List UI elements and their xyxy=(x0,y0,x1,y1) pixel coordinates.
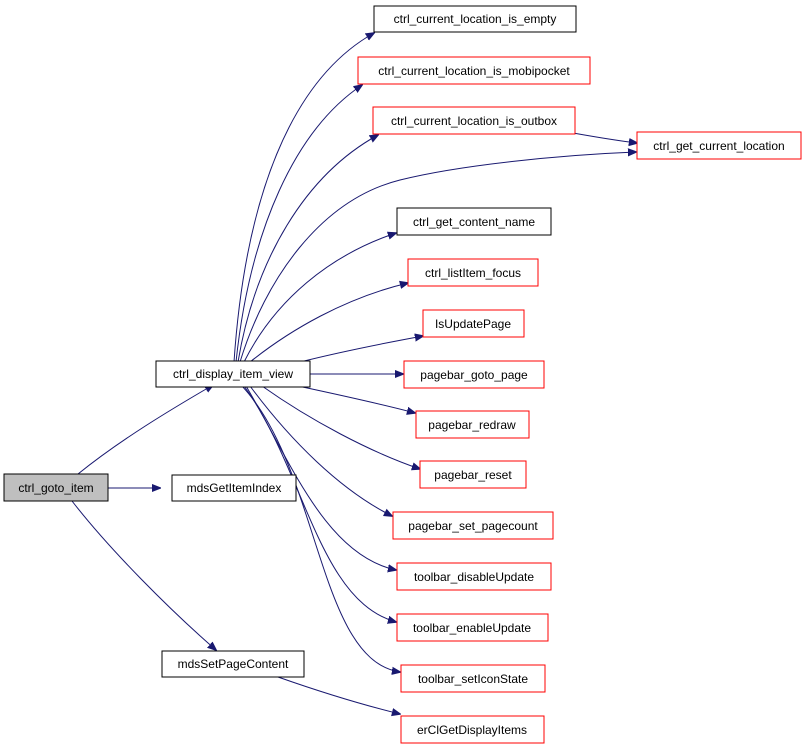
node-label-toolbar-setIconState: toolbar_setIconState xyxy=(418,672,528,686)
edge-to-IsUpdatePage xyxy=(299,336,423,363)
node-ctrl-current-location-is-empty[interactable]: ctrl_current_location_is_empty xyxy=(373,5,577,33)
edge-ctrl-goto-item-to-ctrl-display-item-view xyxy=(77,385,213,475)
node-label-pagebar-set-pagecount: pagebar_set_pagecount xyxy=(408,519,538,533)
node-label-erClGetDisplayItems: erClGetDisplayItems xyxy=(417,723,527,737)
nodes: ctrl_goto_item ctrl_display_item_view md… xyxy=(3,5,802,744)
edge-to-toolbar-setIconState xyxy=(241,385,400,672)
node-label-mdsGetItemIndex: mdsGetItemIndex xyxy=(187,481,282,495)
edge-to-ctrl-get-content-name xyxy=(243,233,396,363)
node-label-ctrl-get-content-name: ctrl_get_content_name xyxy=(413,215,535,229)
node-IsUpdatePage[interactable]: IsUpdatePage xyxy=(422,309,525,338)
node-pagebar-set-pagecount[interactable]: pagebar_set_pagecount xyxy=(392,511,554,540)
node-pagebar-redraw[interactable]: pagebar_redraw xyxy=(415,410,530,439)
node-erClGetDisplayItems[interactable]: erClGetDisplayItems xyxy=(400,715,545,744)
edge-to-pagebar-reset xyxy=(261,385,420,469)
node-label-ctrl-listItem-focus: ctrl_listItem_focus xyxy=(425,266,521,280)
node-label-pagebar-redraw: pagebar_redraw xyxy=(428,418,516,432)
edges xyxy=(71,33,637,714)
node-ctrl-listItem-focus[interactable]: ctrl_listItem_focus xyxy=(407,258,539,287)
node-toolbar-enableUpdate[interactable]: toolbar_enableUpdate xyxy=(396,613,549,642)
node-label-ctrl-current-location-is-mobipocket: ctrl_current_location_is_mobipocket xyxy=(378,64,570,78)
node-ctrl-get-current-location[interactable]: ctrl_get_current_location xyxy=(636,131,802,160)
edge-to-toolbar-enableUpdate xyxy=(243,385,396,622)
node-label-pagebar-reset: pagebar_reset xyxy=(434,468,512,482)
edge-to-ctrl-current-location-is-empty xyxy=(233,33,374,363)
edge-to-ctrl-get-current-location xyxy=(239,152,636,363)
node-toolbar-setIconState[interactable]: toolbar_setIconState xyxy=(400,664,546,693)
node-label-ctrl-display-item-view: ctrl_display_item_view xyxy=(173,367,293,381)
node-label-ctrl-get-current-location: ctrl_get_current_location xyxy=(653,139,784,153)
node-ctrl-get-content-name[interactable]: ctrl_get_content_name xyxy=(396,207,552,236)
node-mdsSetPageContent[interactable]: mdsSetPageContent xyxy=(161,650,305,678)
node-ctrl-current-location-is-outbox[interactable]: ctrl_current_location_is_outbox xyxy=(372,106,576,135)
node-toolbar-disableUpdate[interactable]: toolbar_disableUpdate xyxy=(396,562,552,591)
node-label-toolbar-disableUpdate: toolbar_disableUpdate xyxy=(414,570,534,584)
node-label-pagebar-goto-page: pagebar_goto_page xyxy=(420,368,528,382)
edge-to-ctrl-listItem-focus xyxy=(249,283,408,363)
node-label-ctrl-current-location-is-empty: ctrl_current_location_is_empty xyxy=(394,12,557,26)
node-pagebar-reset[interactable]: pagebar_reset xyxy=(419,460,527,489)
edge-to-ctrl-current-location-is-mobipocket xyxy=(235,85,362,363)
node-ctrl-goto-item: ctrl_goto_item xyxy=(3,473,109,502)
edge-to-ctrl-current-location-is-outbox xyxy=(237,135,378,363)
node-label-mdsSetPageContent: mdsSetPageContent xyxy=(178,657,289,671)
node-ctrl-current-location-is-mobipocket[interactable]: ctrl_current_location_is_mobipocket xyxy=(357,56,591,85)
node-label-ctrl-current-location-is-outbox: ctrl_current_location_is_outbox xyxy=(391,114,557,128)
node-pagebar-goto-page[interactable]: pagebar_goto_page xyxy=(403,360,545,389)
node-label-toolbar-enableUpdate: toolbar_enableUpdate xyxy=(413,621,531,635)
node-label-IsUpdatePage: IsUpdatePage xyxy=(435,317,511,331)
edge-to-pagebar-redraw xyxy=(297,385,415,413)
edge-to-pagebar-set-pagecount xyxy=(249,385,392,516)
edge-outbox-to-ctrl-get-current-location xyxy=(572,132,637,143)
node-label-ctrl-goto-item: ctrl_goto_item xyxy=(18,481,93,495)
node-ctrl-display-item-view[interactable]: ctrl_display_item_view xyxy=(155,360,311,388)
edge-ctrl-goto-item-to-mdsSetPageContent xyxy=(71,500,216,650)
edge-mdsSetPageContent-to-erClGetDisplayItems xyxy=(277,676,400,714)
node-mdsGetItemIndex[interactable]: mdsGetItemIndex xyxy=(171,474,297,502)
